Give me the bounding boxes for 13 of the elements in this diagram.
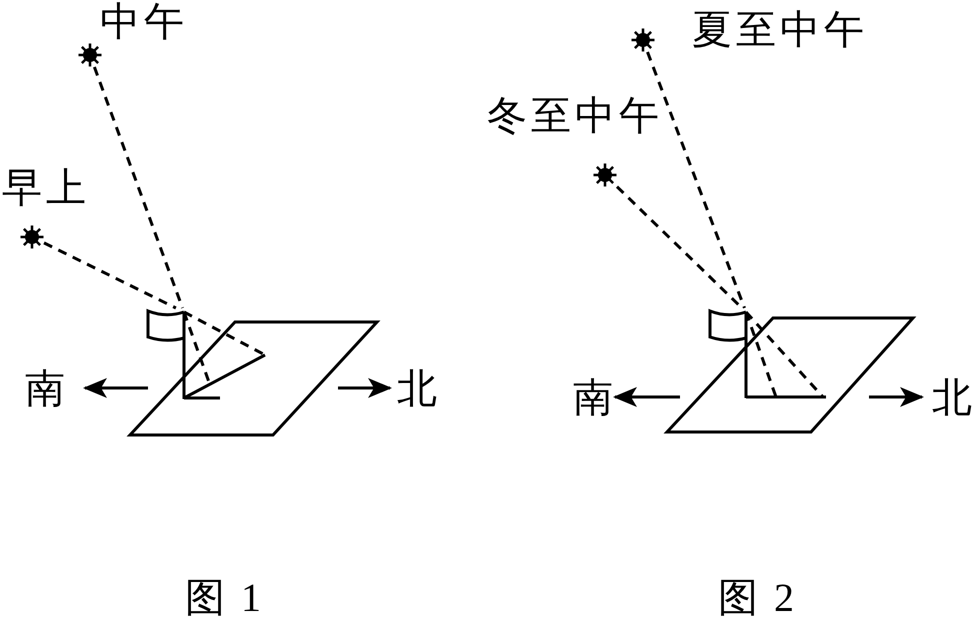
direction-label: 北: [397, 367, 437, 411]
sun-ray-line: [43, 242, 177, 310]
sun-label: 夏至中午: [692, 8, 868, 52]
sun-label: 中午: [100, 0, 188, 44]
direction-label: 南: [25, 367, 65, 411]
direction-label: 南: [573, 376, 613, 420]
figure-caption: 图 1: [185, 576, 261, 620]
sun-label: 早上: [2, 166, 90, 210]
sun-ray-line: [93, 66, 184, 309]
sun-ray-line: [646, 51, 746, 309]
figure-caption: 图 2: [718, 576, 794, 620]
direction-label: 北: [932, 376, 972, 420]
sun-label: 冬至中午: [487, 94, 663, 138]
